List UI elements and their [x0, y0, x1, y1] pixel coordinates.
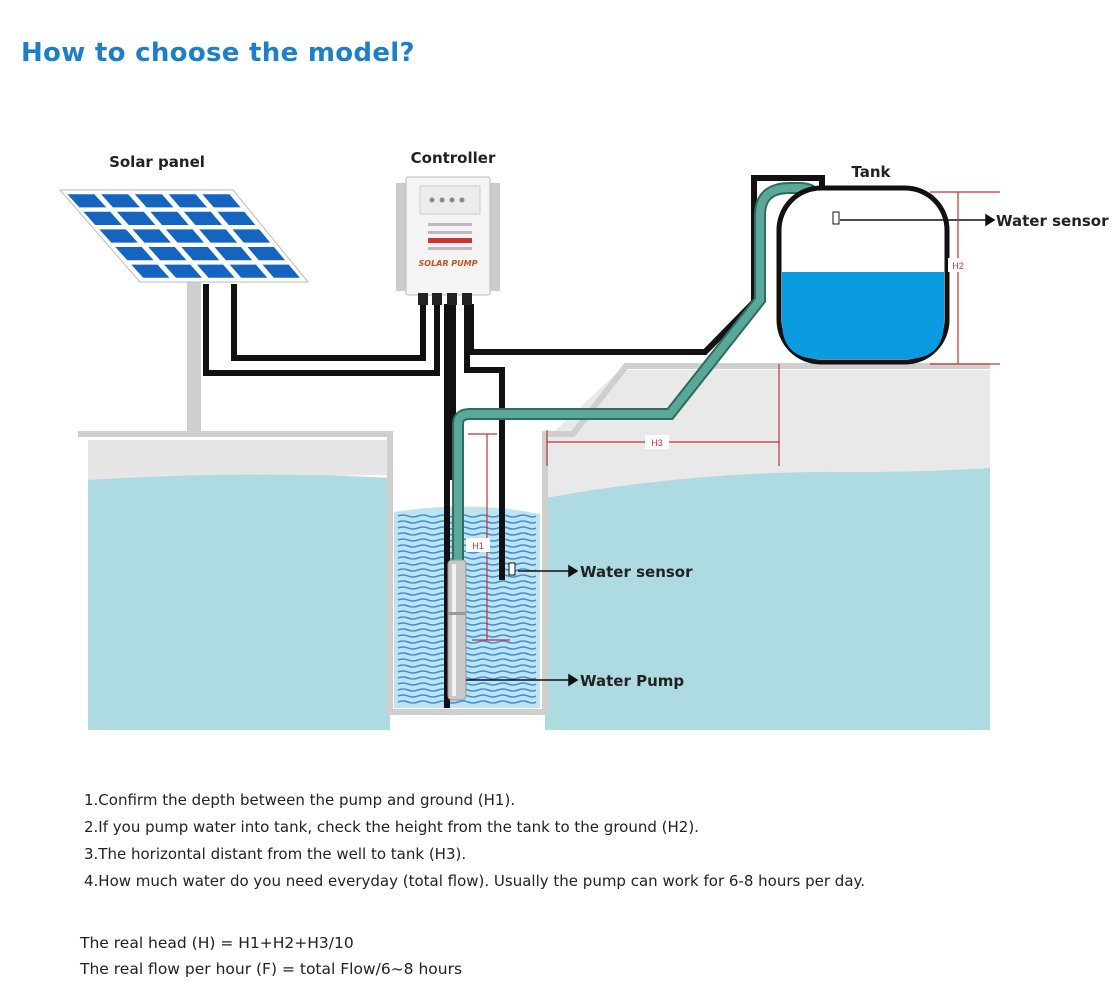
step-item: 2.If you pump water into tank, check the… — [84, 818, 699, 836]
water-wave — [397, 616, 537, 620]
solar-cell — [101, 194, 140, 208]
h1-label: H1 — [472, 541, 484, 551]
solar-cell — [229, 264, 268, 278]
water-wave — [397, 526, 537, 530]
solar-cell — [217, 211, 256, 225]
solar-cell — [164, 264, 202, 278]
water-wave — [397, 622, 537, 626]
step-item: 1.Confirm the depth between the pump and… — [84, 791, 516, 809]
water-pump-label: Water Pump — [580, 672, 684, 690]
water-wave — [397, 556, 537, 560]
water-wave — [397, 694, 537, 698]
tank-label: Tank — [851, 163, 891, 181]
water-wave — [397, 592, 537, 596]
water-wave — [397, 634, 537, 638]
solar-cell — [168, 194, 208, 208]
solar-cell — [183, 211, 223, 225]
water-wave — [397, 532, 537, 536]
page-title: How to choose the model? — [21, 38, 415, 68]
water-sensor-tank-label: Water sensor — [996, 212, 1109, 230]
solar-cell — [148, 247, 187, 261]
solar-cell — [131, 264, 170, 278]
well-water — [394, 506, 540, 708]
water-sensor-well-label: Water sensor — [580, 563, 693, 581]
solar-cell — [132, 229, 171, 243]
solar-cell — [116, 211, 156, 225]
solar-cell — [83, 211, 123, 225]
water-wave — [397, 574, 537, 578]
h2-label: H2 — [952, 261, 964, 271]
steps-list: 1.Confirm the depth between the pump and… — [84, 789, 865, 897]
flow-formula: The real flow per hour (F) = total Flow/… — [80, 960, 463, 978]
solar-pump-diagram: SOLAR PUMP H1 H2 H3 — [58, 149, 1109, 730]
solar-cell — [115, 247, 154, 261]
water-wave — [397, 514, 537, 518]
controller-label: Controller — [411, 149, 496, 167]
step-item: 4.How much water do you need everyday (t… — [84, 872, 866, 890]
head-formula: The real head (H) = H1+H2+H3/10 — [80, 934, 354, 952]
solar-cell — [232, 229, 271, 243]
solar-cell — [214, 247, 253, 261]
solar-cell — [181, 247, 220, 261]
water-wave — [397, 604, 537, 608]
solar-panel-label: Solar panel — [109, 153, 205, 171]
solar-cell — [134, 194, 174, 208]
controller-brand: SOLAR PUMP — [419, 259, 478, 268]
solar-cell — [262, 264, 300, 278]
solar-cell — [196, 264, 235, 278]
solar-cell — [202, 194, 241, 208]
water-wave — [397, 580, 537, 584]
ground — [78, 363, 990, 730]
water-wave — [397, 628, 537, 632]
formulas: The real head (H) = H1+H2+H3/10 The real… — [80, 932, 462, 984]
solar-cell — [99, 229, 138, 243]
well-sensor — [508, 562, 516, 576]
pointer-arrows — [466, 213, 996, 687]
solar-cell — [165, 229, 205, 243]
solar-cell — [150, 211, 189, 225]
water-wave — [397, 682, 537, 686]
water-wave — [397, 658, 537, 662]
water-wave — [397, 688, 537, 692]
water-wave — [397, 664, 537, 668]
water-wave — [397, 676, 537, 680]
water-pump — [447, 559, 467, 701]
water-wave — [397, 670, 537, 674]
water-wave — [397, 610, 537, 614]
h3-label: H3 — [651, 438, 663, 448]
dimension-labels: H1 H2 H3 — [466, 258, 968, 552]
tank — [776, 185, 950, 365]
step-item: 3.The horizontal distant from the well t… — [84, 845, 467, 863]
water-wave — [397, 700, 537, 704]
water-wave — [397, 646, 537, 650]
water-wave — [397, 520, 537, 524]
water-wave — [397, 598, 537, 602]
water-wave — [397, 652, 537, 656]
solar-cell — [67, 194, 107, 208]
solar-cell — [247, 247, 286, 261]
water-wave — [397, 586, 537, 590]
solar-panel — [58, 189, 310, 434]
water-wave — [397, 640, 537, 644]
controller: SOLAR PUMP — [396, 176, 500, 305]
solar-cell — [199, 229, 238, 243]
